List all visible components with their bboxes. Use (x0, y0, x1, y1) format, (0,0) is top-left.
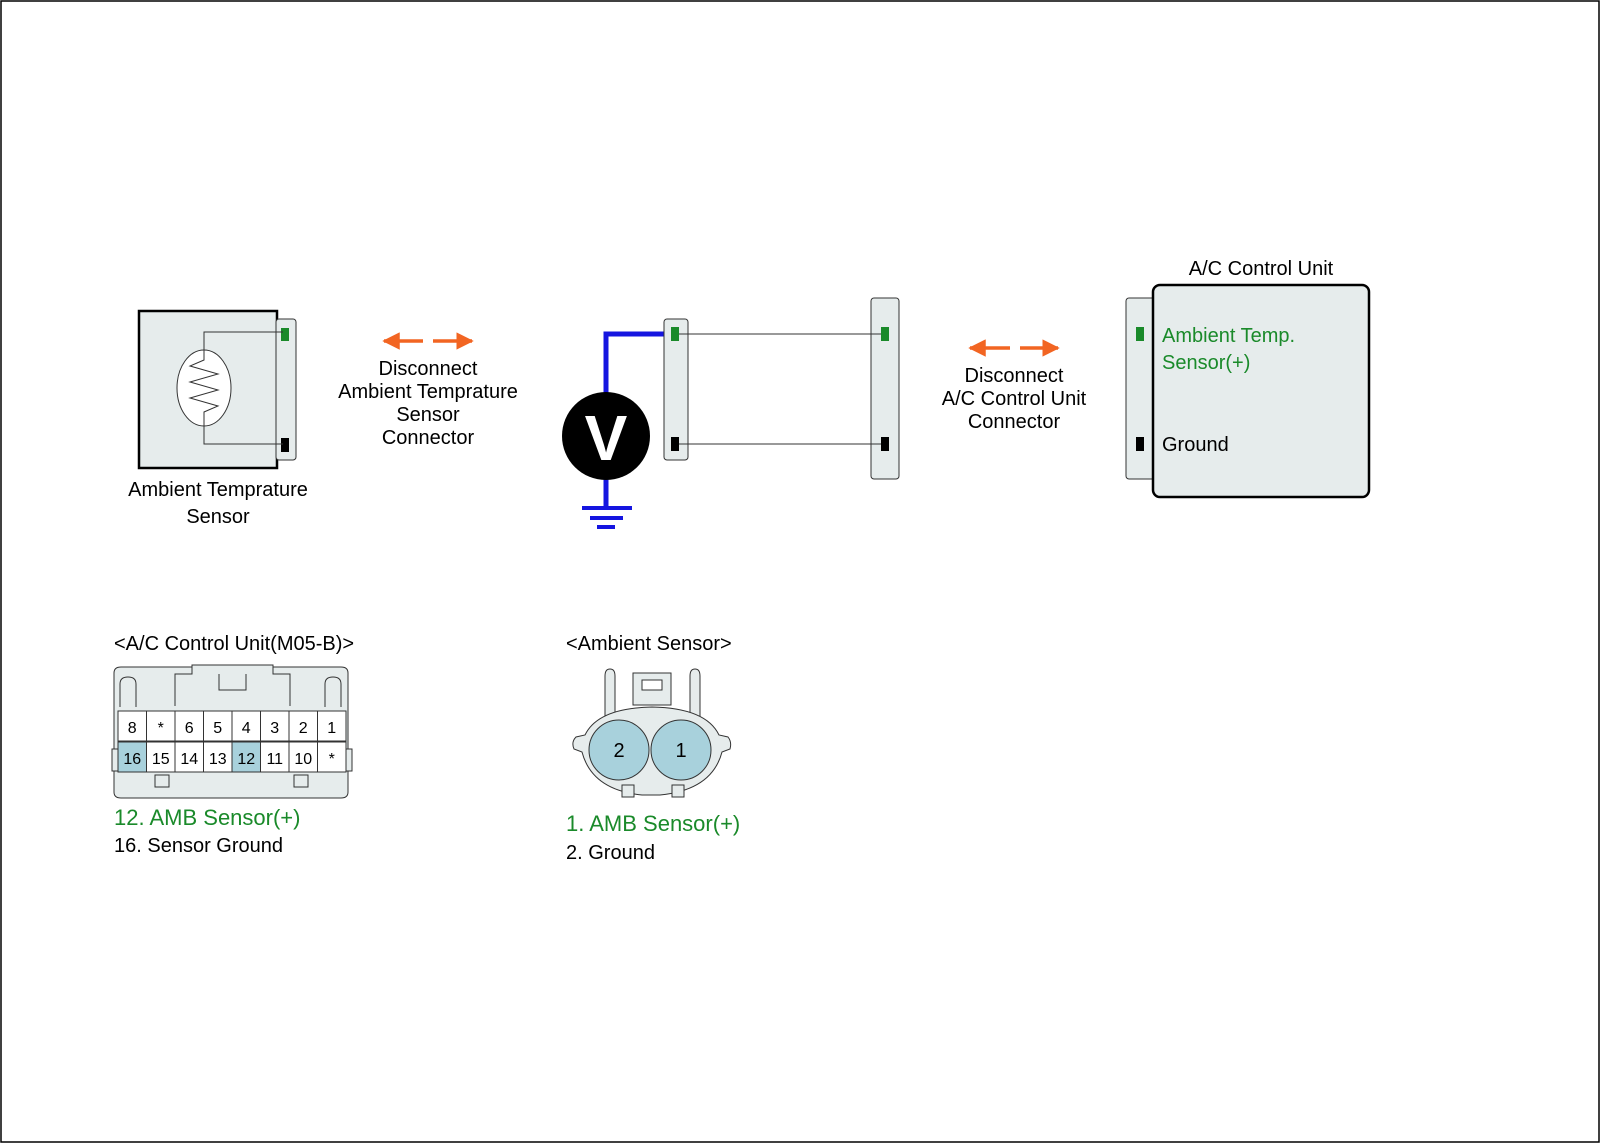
disconnect-left-line2: Ambient Temprature (338, 381, 518, 403)
acu-pin-cell (174, 741, 204, 773)
ambient-connector-left-rail (604, 668, 616, 725)
harness-connector-sensor-side (663, 318, 689, 461)
acu-pin-cell (288, 741, 318, 773)
acu-pin-cell (231, 710, 261, 742)
harness-pin-signal-left (671, 327, 679, 341)
voltmeter: V (562, 331, 675, 529)
acu-pin-cell (117, 710, 147, 742)
acu-legend-ground: 16. Sensor Ground (114, 835, 283, 857)
control-unit-body (1151, 283, 1371, 499)
harness-pin-ground-right (881, 437, 889, 451)
acu-pin-label: 16 (123, 751, 141, 768)
acu-pin-cell (117, 741, 147, 773)
resistor-zigzag-icon (188, 350, 220, 427)
sensor-label-line2: Sensor (186, 506, 250, 528)
acu-pin-label: 8 (128, 720, 137, 737)
ambient-pin-2-label: 2 (613, 740, 624, 762)
disconnect-left: Disconnect Ambient Temprature Sensor Con… (338, 332, 518, 449)
acu-connector-view: <A/C Control Unit(M05-B)> 8 * 6 5 4 3 2 1 16 15 14… (111, 633, 354, 857)
sensor-label-line1: Ambient Temprature (128, 479, 308, 501)
sensor-pin-signal (281, 328, 289, 341)
control-unit-signal-label-line1: Ambient Temp. (1162, 325, 1295, 347)
harness-pin-ground-left (671, 437, 679, 451)
voltmeter-icon (562, 392, 650, 480)
control-unit-ground-label: Ground (1162, 434, 1229, 456)
probe-wire-positive (603, 331, 675, 397)
ambient-pin-1 (650, 719, 712, 781)
acu-pin-label: 2 (299, 720, 308, 737)
ambient-legend-ground: 2. Ground (566, 842, 655, 864)
acu-pin-label: 6 (185, 720, 194, 737)
disconnect-right-line3: Connector (968, 411, 1061, 433)
control-unit-pin-ground (1136, 437, 1144, 451)
acu-pin-cell (203, 741, 233, 773)
disconnect-right: Disconnect A/C Control Unit Connector (942, 339, 1087, 433)
acu-pin-label: 5 (213, 720, 222, 737)
disconnect-right-line1: Disconnect (965, 365, 1064, 387)
ambient-pin-1-label: 1 (675, 740, 686, 762)
ac-control-unit: A/C Control Unit Ambient Temp. Sensor(+)… (1125, 258, 1371, 499)
acu-connector-pins: 8 * 6 5 4 3 2 1 16 15 14 13 12 11 10 * (117, 710, 347, 773)
control-unit-title: A/C Control Unit (1189, 258, 1334, 280)
sensor-connector-block (275, 318, 297, 461)
acu-pin-cell (203, 710, 233, 742)
disconnect-left-line4: Connector (382, 427, 475, 449)
acu-pin-label: 12 (237, 751, 255, 768)
disconnect-left-line1: Disconnect (379, 358, 478, 380)
acu-pin-cell (317, 710, 347, 742)
acu-pin-cell (231, 741, 261, 773)
acu-pin-label: 3 (270, 720, 279, 737)
acu-pin-label: * (158, 720, 164, 737)
acu-pin-cell (260, 741, 290, 773)
voltmeter-symbol: V (585, 402, 628, 474)
acu-pin-label: 11 (266, 751, 283, 768)
acu-pin-cell (146, 710, 176, 742)
ambient-pin-2 (588, 719, 650, 781)
harness-pin-signal-right (881, 327, 889, 341)
wiring-harness (663, 297, 900, 480)
acu-pin-cell (317, 741, 347, 773)
sensor-pin-ground (281, 438, 289, 452)
acu-pin-label: 13 (209, 751, 227, 768)
acu-pin-label: 1 (327, 720, 336, 737)
acu-pin-label: 15 (152, 751, 170, 768)
ambient-temp-sensor: Ambient Temprature Sensor (128, 309, 308, 528)
ambient-connector-view: <Ambient Sensor> 2 1 1. AMB Sensor(+) 2.… (566, 633, 740, 864)
ambient-connector-title: <Ambient Sensor> (566, 633, 732, 655)
disconnect-left-line3: Sensor (396, 404, 460, 426)
ambient-legend-signal: 1. AMB Sensor(+) (566, 811, 740, 836)
acu-pin-cell (260, 710, 290, 742)
acu-legend-signal: 12. AMB Sensor(+) (114, 805, 300, 830)
acu-connector-title: <A/C Control Unit(M05-B)> (114, 633, 354, 655)
control-unit-pin-signal (1136, 327, 1144, 341)
acu-pin-label: 10 (294, 751, 312, 768)
acu-pin-label: 4 (242, 720, 251, 737)
control-unit-signal-label-line2: Sensor(+) (1162, 352, 1250, 374)
harness-connector-acu-side (870, 297, 900, 480)
ambient-connector-right-rail (689, 668, 701, 725)
acu-pin-label: * (329, 751, 335, 768)
acu-pin-label: 14 (180, 751, 198, 768)
sensor-internal-wiring (203, 331, 283, 445)
disconnect-right-line2: A/C Control Unit (942, 388, 1087, 410)
acu-connector-latch (174, 664, 291, 706)
